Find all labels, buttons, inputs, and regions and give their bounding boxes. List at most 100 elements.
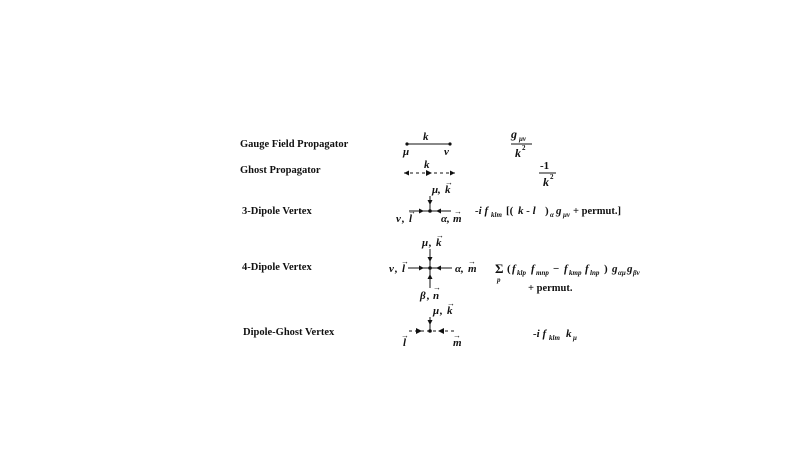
denominator-exponent: 2 — [550, 173, 554, 181]
metric-symbol: g — [611, 263, 618, 275]
vector-arrow-icon: → — [454, 207, 462, 216]
prefix: -i f — [475, 205, 489, 217]
rule-ghost-propagator: Ghost Propagator k -1 k 2 — [240, 159, 556, 189]
vector-arrow-icon: → — [401, 331, 409, 340]
left-index: ν — [389, 263, 394, 275]
rule-label: Gauge Field Propagator — [240, 139, 349, 150]
subscript: mnp — [536, 269, 549, 277]
right-index: α — [441, 213, 448, 225]
vertex-dot — [428, 266, 432, 270]
vector-arrow-icon: → — [436, 231, 444, 240]
numerator-subscript: μν — [518, 135, 527, 143]
three-vertex-expression: -i f klm [( k - l ) α g μν + permut.] — [475, 205, 621, 219]
metric-subscript: μν — [562, 211, 571, 219]
momentum-subscript: μ — [572, 334, 577, 342]
comma: , — [426, 290, 430, 302]
paren-close: ) — [545, 205, 549, 217]
minus-sign: − — [553, 263, 559, 275]
metric-symbol: g — [626, 263, 633, 275]
bottom-index: β — [419, 290, 426, 302]
vector-arrow-icon: → — [433, 283, 441, 292]
f-subscript: klm — [491, 211, 502, 219]
subscript: kmp — [569, 269, 582, 277]
expression-tail: + permut.] — [573, 206, 621, 217]
momentum-label: k — [424, 159, 430, 171]
vector-arrow-icon: → — [445, 178, 453, 187]
index-subscript: α — [550, 211, 554, 219]
sum-subscript: p — [496, 276, 501, 284]
line-end-dot — [405, 142, 409, 146]
f-subscript: klm — [549, 334, 560, 342]
subscript: klp — [517, 269, 526, 277]
rule-3-dipole-vertex: 3-Dipole Vertex μ , k → ν , l → α , m → … — [242, 178, 621, 225]
vertex-dot — [428, 329, 432, 333]
line-end-dot — [448, 142, 452, 146]
comma: , — [428, 237, 432, 249]
expression-tail: + permut. — [528, 283, 573, 294]
metric-symbol: g — [555, 205, 562, 217]
paren-close: ) — [604, 263, 608, 275]
rule-label: Ghost Propagator — [240, 165, 321, 176]
rule-dipole-ghost-vertex: Dipole-Ghost Vertex μ , k → l → m → -i f… — [243, 299, 577, 349]
ghost-propagator-graphic: k — [404, 159, 455, 176]
comma: , — [439, 305, 443, 317]
structure-constant: f — [564, 263, 569, 275]
numerator-symbol: -1 — [540, 160, 549, 172]
left-vector: l — [409, 213, 413, 225]
sum-symbol: Σ — [495, 261, 504, 276]
left-index: μ — [402, 146, 409, 158]
structure-constant: f — [585, 263, 590, 275]
structure-constant: f — [512, 263, 517, 275]
denominator-exponent: 2 — [522, 144, 526, 152]
gauge-propagator-graphic: k μ ν — [402, 131, 452, 158]
top-vector: k — [445, 184, 451, 196]
rule-label: 3-Dipole Vertex — [242, 206, 312, 217]
vector-arrow-icon: → — [468, 257, 476, 266]
comma: , — [401, 213, 405, 225]
rule-label: Dipole-Ghost Vertex — [243, 327, 335, 338]
comma: , — [460, 263, 464, 275]
ghost-propagator-expression: -1 k 2 — [539, 160, 556, 189]
vector-arrow-icon: → — [447, 299, 455, 308]
structure-constant: f — [531, 263, 536, 275]
arrow-down-icon — [427, 200, 433, 205]
right-vector: m — [453, 337, 462, 349]
top-vector: k — [436, 237, 442, 249]
momentum-diff: k - l — [518, 205, 537, 217]
ghost-vertex-expression: -i f klm k μ — [533, 328, 577, 342]
arrow-left-icon — [436, 208, 441, 214]
metric-subscript: βν — [632, 269, 641, 277]
prefix: -i f — [533, 328, 547, 340]
arrow-down-icon — [427, 257, 433, 262]
four-vertex-graphic: μ , k → ν , l → α , m → β , n → — [389, 231, 477, 302]
momentum-symbol: k — [566, 328, 572, 340]
arrowhead-mid-icon — [426, 170, 432, 176]
four-vertex-expression: Σ p ( f klp f mnp − f kmp f lnp ) g αμ g… — [495, 261, 641, 294]
denominator-symbol: k — [543, 175, 549, 189]
rule-gauge-field-propagator: Gauge Field Propagator k μ ν g μν k 2 — [240, 127, 532, 160]
right-vector: m — [453, 213, 462, 225]
right-vector: m — [468, 263, 477, 275]
left-vector: l — [403, 337, 407, 349]
arrowhead-right-icon — [450, 170, 455, 176]
rule-4-dipole-vertex: 4-Dipole Vertex μ , k → ν , l → α , m → … — [242, 231, 641, 302]
arrowhead-left-icon — [404, 170, 409, 176]
gauge-propagator-expression: g μν k 2 — [510, 127, 532, 160]
comma: , — [446, 213, 450, 225]
momentum-label: k — [423, 131, 429, 143]
vector-arrow-icon: → — [401, 257, 409, 266]
arrow-right-icon — [419, 265, 424, 271]
three-vertex-graphic: μ , k → ν , l → α , m → — [396, 178, 462, 225]
left-vector: l — [402, 263, 406, 275]
paren-open: ( — [507, 263, 511, 275]
top-vector: k — [447, 305, 453, 317]
right-index: α — [455, 263, 462, 275]
vector-arrow-icon: → — [408, 207, 416, 216]
subscript: lnp — [590, 269, 600, 277]
top-index: μ — [432, 305, 439, 317]
comma: , — [394, 263, 398, 275]
arrow-left-icon — [436, 265, 441, 271]
comma: , — [437, 184, 441, 196]
rule-label: 4-Dipole Vertex — [242, 262, 312, 273]
